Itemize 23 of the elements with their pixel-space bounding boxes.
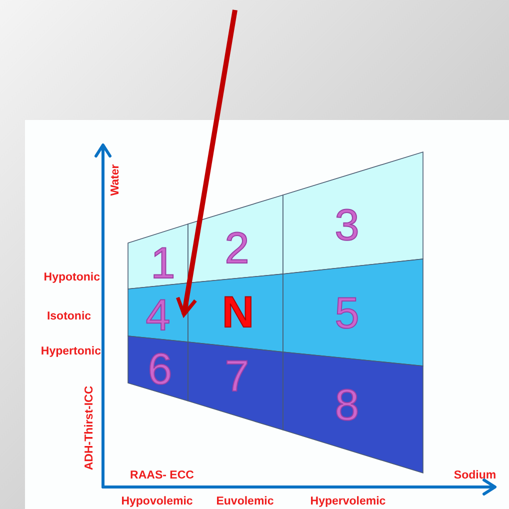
grid-cell — [283, 352, 423, 473]
arrow — [176, 10, 238, 316]
axis-label: Sodium — [454, 470, 496, 482]
cell-number: 7 — [224, 355, 250, 399]
row-label: Hypotonic — [44, 272, 100, 284]
cell-letter: N — [222, 291, 254, 335]
cell-number: 3 — [334, 204, 360, 248]
cell-number: 5 — [334, 292, 360, 336]
grid-cell — [283, 259, 423, 366]
cell-number: 2 — [224, 227, 250, 271]
axis-label: ADH-Thirst-ICC — [84, 386, 96, 470]
column-label: Hypovolemic — [121, 496, 193, 508]
cell-number: 8 — [334, 384, 360, 428]
axis-label: Water — [110, 164, 122, 196]
row-label: Isotonic — [46, 310, 92, 324]
axis-label: RAAS- ECC — [130, 470, 194, 482]
column-label: Hypervolemic — [310, 496, 386, 508]
grid-cell — [283, 152, 423, 274]
column-label: Euvolemic — [216, 496, 274, 508]
cell-number: 6 — [148, 348, 172, 392]
cell-number: 1 — [150, 242, 176, 286]
cell-number: 4 — [146, 294, 170, 338]
row-label: Hypertonic — [40, 346, 101, 358]
